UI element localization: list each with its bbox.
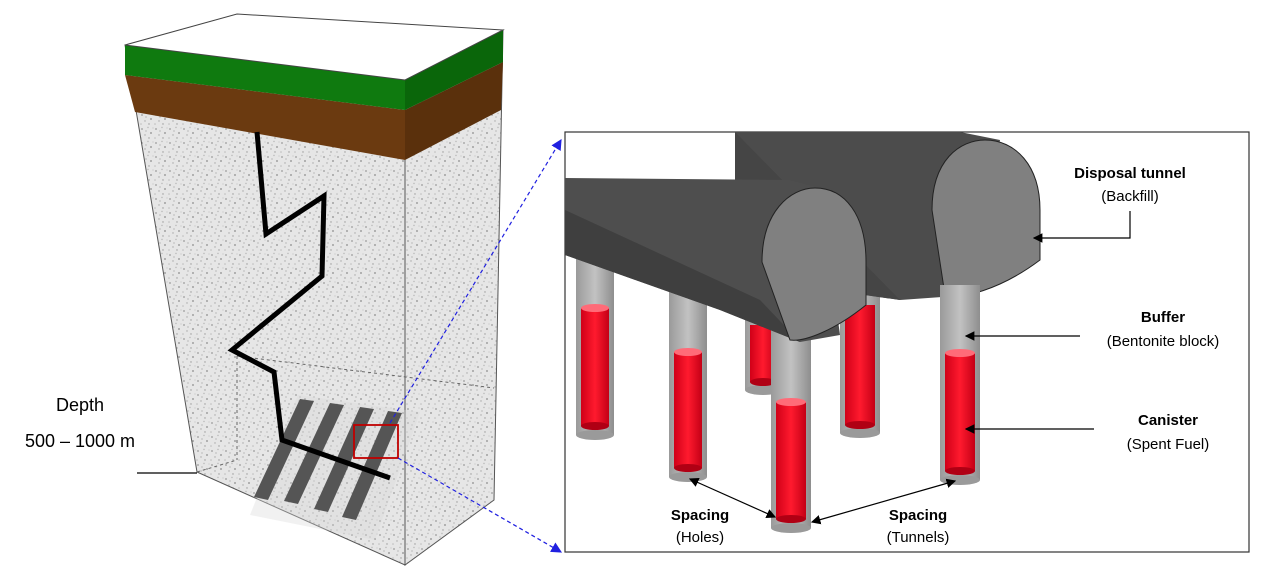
spacing-holes-title: Spacing bbox=[671, 507, 729, 524]
tunnel-pointer bbox=[1032, 211, 1131, 243]
spacing-holes-arrow bbox=[688, 478, 777, 518]
disposal-tunnel-subtitle: (Backfill) bbox=[1101, 188, 1159, 205]
access-ramp bbox=[227, 131, 391, 481]
deposition-hole bbox=[940, 285, 980, 485]
soil-layer bbox=[125, 75, 405, 160]
spacing-holes-subtitle: (Holes) bbox=[676, 529, 724, 546]
depth-label: Depth bbox=[56, 395, 104, 415]
zoom-line-bottom bbox=[397, 457, 563, 553]
grass-layer-right bbox=[405, 30, 503, 110]
spacing-tunnels-arrow bbox=[810, 478, 957, 525]
deposition-hole bbox=[771, 330, 811, 533]
canister-subtitle: (Spent Fuel) bbox=[1127, 436, 1210, 453]
zoom-line-top bbox=[389, 138, 562, 424]
soil-layer-right bbox=[405, 62, 503, 160]
disposal-tunnel-title: Disposal tunnel bbox=[1074, 165, 1186, 182]
disposal-tunnel-front bbox=[565, 178, 867, 342]
buffer-title: Buffer bbox=[1141, 309, 1185, 326]
zoom-box bbox=[353, 424, 399, 459]
ground-surface bbox=[124, 13, 505, 81]
canister-title: Canister bbox=[1138, 412, 1198, 429]
spacing-tunnels-subtitle: (Tunnels) bbox=[887, 529, 950, 546]
grass-layer bbox=[125, 45, 405, 110]
detail-illustration bbox=[565, 132, 1131, 533]
depth-value: 500 – 1000 m bbox=[25, 431, 135, 451]
geology-block bbox=[124, 13, 505, 566]
buffer-subtitle: (Bentonite block) bbox=[1107, 333, 1220, 350]
spacing-tunnels-title: Spacing bbox=[889, 507, 947, 524]
deposition-hole bbox=[576, 245, 614, 440]
